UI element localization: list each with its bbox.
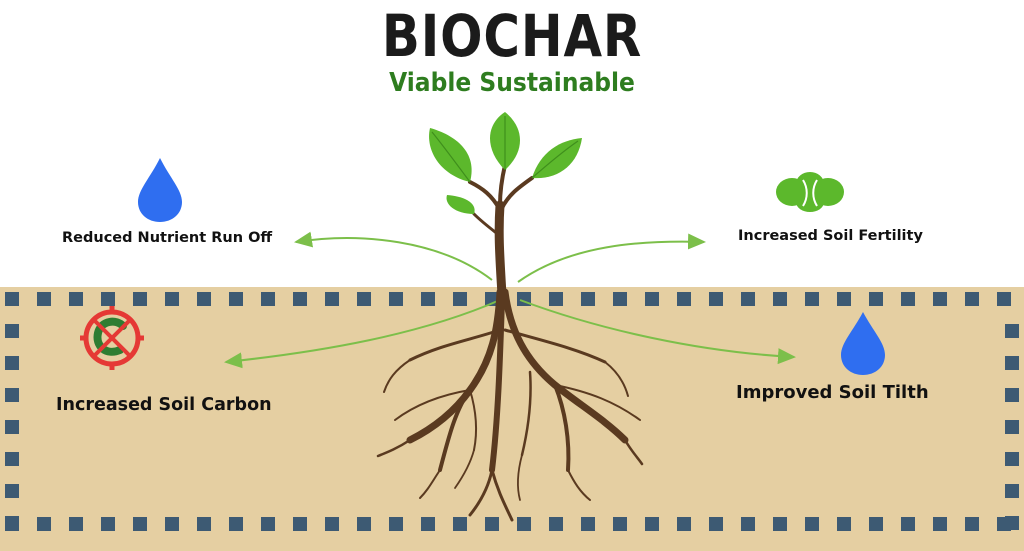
benefit-label-runoff: Reduced Nutrient Run Off: [62, 230, 273, 246]
border-dot: [1005, 516, 1019, 530]
border-dot: [357, 517, 371, 531]
border-dot: [933, 517, 947, 531]
border-dot: [709, 517, 723, 531]
border-dot: [165, 292, 179, 306]
border-dot: [1005, 484, 1019, 498]
border-dot: [197, 292, 211, 306]
border-dot: [901, 292, 915, 306]
border-dot: [1005, 452, 1019, 466]
border-dot: [773, 292, 787, 306]
border-dot: [485, 517, 499, 531]
soil-dotted-border: [5, 292, 1019, 531]
border-dot: [997, 292, 1011, 306]
arrow-runoff: [294, 231, 493, 281]
border-dot: [901, 517, 915, 531]
border-dot: [325, 517, 339, 531]
border-dot: [261, 292, 275, 306]
arrow-carbon: [224, 299, 501, 369]
border-dot: [741, 517, 755, 531]
border-dot: [613, 292, 627, 306]
border-dot: [1005, 324, 1019, 338]
border-dot: [805, 517, 819, 531]
border-dot: [5, 420, 19, 434]
border-dot: [741, 292, 755, 306]
page-title: BIOCHAR: [381, 2, 643, 70]
border-dot: [293, 292, 307, 306]
border-dot: [101, 292, 115, 306]
border-dot: [869, 292, 883, 306]
border-dot: [1005, 388, 1019, 402]
border-dot: [837, 517, 851, 531]
leaf-lower: [446, 195, 475, 214]
border-dot: [1005, 420, 1019, 434]
border-dot: [581, 292, 595, 306]
border-dot: [965, 292, 979, 306]
benefit-label-fertility: Increased Soil Fertility: [738, 228, 923, 244]
water-drop-icon: [841, 312, 885, 375]
border-dot: [5, 484, 19, 498]
leaf-right: [532, 138, 582, 179]
border-dot: [69, 517, 83, 531]
border-dot: [837, 292, 851, 306]
border-dot: [357, 292, 371, 306]
tree-leaves: [429, 112, 582, 214]
border-dot: [933, 292, 947, 306]
border-dot: [165, 517, 179, 531]
border-dot: [325, 292, 339, 306]
border-dot: [421, 517, 435, 531]
border-dot: [773, 517, 787, 531]
border-dot: [965, 517, 979, 531]
border-dot: [677, 292, 691, 306]
page-subtitle: Viable Sustainable: [389, 68, 635, 98]
border-dot: [453, 292, 467, 306]
border-dot: [69, 292, 83, 306]
border-dot: [293, 517, 307, 531]
border-dot: [421, 292, 435, 306]
arrow-tilth: [519, 299, 796, 365]
border-dot: [613, 517, 627, 531]
border-dot: [101, 517, 115, 531]
border-dot: [645, 292, 659, 306]
tree-roots: [376, 288, 644, 522]
border-dot: [37, 517, 51, 531]
border-dot: [229, 292, 243, 306]
benefit-arrows: [224, 231, 796, 369]
border-dot: [5, 356, 19, 370]
border-dot: [5, 452, 19, 466]
border-dot: [805, 292, 819, 306]
border-dot: [869, 517, 883, 531]
benefit-label-tilth: Improved Soil Tilth: [736, 382, 929, 403]
arrow-fertility: [517, 233, 706, 283]
border-dot: [549, 292, 563, 306]
border-dot: [389, 517, 403, 531]
border-dot: [389, 292, 403, 306]
border-dot: [645, 517, 659, 531]
border-dot: [5, 388, 19, 402]
border-dot: [37, 292, 51, 306]
border-dot: [453, 517, 467, 531]
border-dot: [549, 517, 563, 531]
leaf-cluster-icon: [776, 172, 844, 212]
border-dot: [581, 517, 595, 531]
border-dot: [709, 292, 723, 306]
border-dot: [197, 517, 211, 531]
carbon-symbol-icon: [80, 306, 144, 370]
border-dot: [517, 517, 531, 531]
water-drop-icon: [138, 158, 182, 222]
border-dot: [5, 516, 19, 530]
border-dot: [133, 292, 147, 306]
border-dot: [133, 517, 147, 531]
border-dot: [261, 517, 275, 531]
border-dot: [5, 324, 19, 338]
border-dot: [1005, 356, 1019, 370]
tree-trunk: [468, 163, 534, 300]
benefit-label-carbon: Increased Soil Carbon: [56, 395, 272, 415]
border-dot: [229, 517, 243, 531]
border-dot: [677, 517, 691, 531]
border-dot: [5, 292, 19, 306]
